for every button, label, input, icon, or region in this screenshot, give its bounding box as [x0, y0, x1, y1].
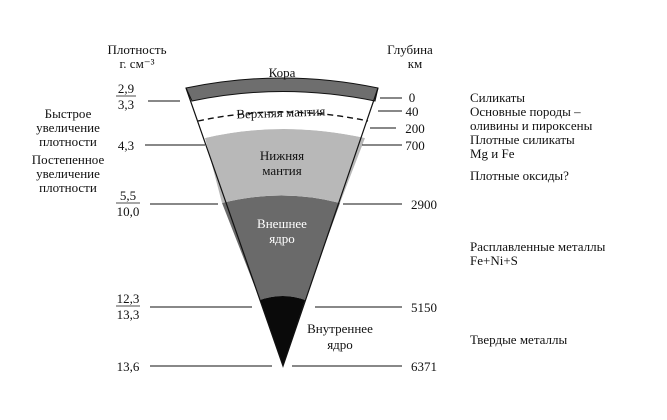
composition-silicates: Силикаты: [470, 90, 525, 105]
density-title: Плотность: [107, 42, 166, 57]
density-crust-top: 2,9: [118, 81, 134, 96]
density-outer-core-bottom: 12,3: [117, 291, 140, 306]
outer-core-label-2: ядро: [269, 231, 295, 246]
depth-title: Глубина: [387, 42, 433, 57]
depth-700: 700: [405, 138, 425, 153]
depth-200: 200: [405, 121, 425, 136]
density-center: 13,6: [117, 359, 140, 374]
density-core-top: 10,0: [117, 204, 140, 219]
crust-label: Кора: [269, 65, 296, 80]
crust-layer: [185, 77, 379, 102]
upper-mantle-label: Верхняя мантия: [236, 103, 326, 121]
composition-dense-oxides: Плотные оксиды?: [470, 168, 569, 183]
gradual-increase-line3: плотности: [39, 180, 97, 195]
depth-5150: 5150: [411, 300, 437, 315]
density-inner-core-top: 13,3: [117, 307, 140, 322]
lower-mantle-label-2: мантия: [262, 163, 302, 178]
composition-molten-line2: Fe+Ni+S: [470, 253, 518, 268]
depth-0: 0: [409, 90, 416, 105]
upper-mantle-layer: [192, 91, 375, 138]
boundary-200km-dashed: [197, 111, 369, 122]
rapid-increase-line3: плотности: [39, 134, 97, 149]
density-mantle-bottom: 5,5: [120, 188, 136, 203]
outer-core-label-1: Внешнее: [257, 216, 307, 231]
density-mantle-700: 4,3: [118, 138, 134, 153]
composition-basic-line2: оливины и пироксены: [470, 118, 593, 133]
lower-mantle-layer: [205, 129, 365, 203]
rapid-increase-line1: Быстрое: [45, 106, 92, 121]
wedge-outline: [185, 87, 379, 368]
composition-solid-metals: Твердые металлы: [470, 332, 568, 347]
gradual-increase-line1: Постепенное: [32, 152, 105, 167]
composition-dense-silicates-line1: Плотные силикаты: [470, 132, 575, 147]
leader-lines: [145, 97, 402, 367]
earth-wedge: [185, 77, 379, 368]
inner-core-layer: [260, 296, 305, 366]
lower-mantle-label-1: Нижняя: [260, 148, 304, 163]
depth-2900: 2900: [411, 197, 437, 212]
composition-dense-silicates-line2: Mg и Fe: [470, 146, 515, 161]
depth-40: 40: [406, 104, 419, 119]
depth-unit: км: [408, 56, 423, 71]
fraction-bars: [116, 95, 140, 307]
composition-molten-line1: Расплавленные металлы: [470, 239, 606, 254]
composition-basic-line1: Основные породы –: [470, 104, 581, 119]
depth-6371: 6371: [411, 359, 437, 374]
outer-core-layer: [222, 195, 340, 300]
rapid-increase-line2: увеличение: [36, 120, 100, 135]
density-crust-bottom: 3,3: [118, 97, 134, 112]
inner-core-label-1: Внутреннее: [307, 321, 373, 336]
inner-core-label-2: ядро: [327, 337, 353, 352]
gradual-increase-line2: увеличение: [36, 166, 100, 181]
density-unit: г. см⁻³: [119, 56, 154, 71]
